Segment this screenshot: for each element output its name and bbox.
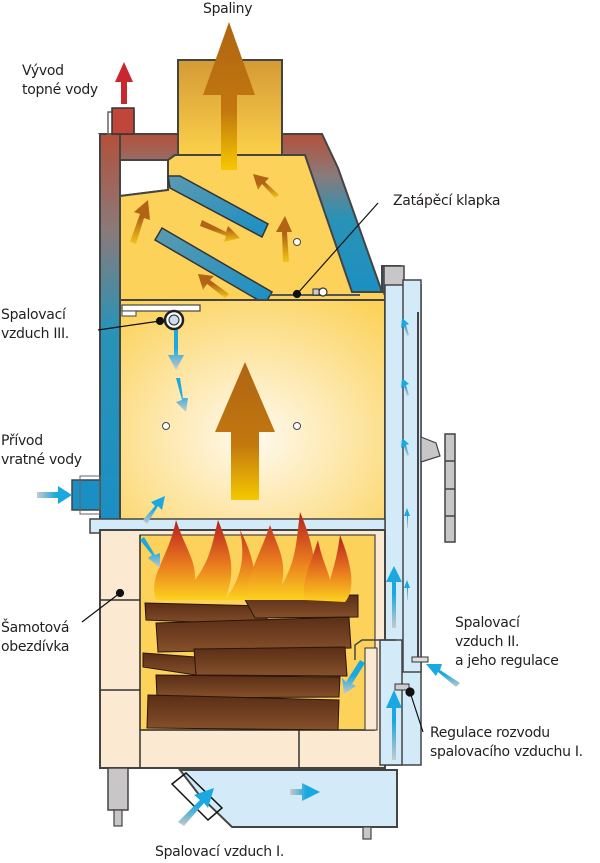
label-vyvod-topne-vody: Vývod topné vody <box>22 62 98 100</box>
label-line: a jeho regulace <box>455 653 559 669</box>
label-line: vratné vody <box>1 452 82 468</box>
label-line: Vývod <box>22 63 64 79</box>
label-line: obezdívka <box>1 639 70 655</box>
door-glass-panel <box>402 279 422 673</box>
label-line: Spalovací <box>1 307 66 323</box>
leader-lines <box>81 202 424 733</box>
leg-left <box>107 767 129 811</box>
primary-air-box <box>177 769 398 828</box>
flue-gas-arrows-small <box>130 174 292 298</box>
label-spalovaci-vzduch-i: Spalovací vzduch I. <box>155 843 284 862</box>
air-regulator-bolt[interactable] <box>394 683 410 691</box>
flames <box>154 512 352 602</box>
door-handle[interactable] <box>444 433 456 543</box>
label-spaliny: Spaliny <box>203 0 253 19</box>
label-line: Regulace rozvodu <box>430 725 550 741</box>
label-line: Spalovací vzduch I. <box>155 844 285 860</box>
hot-water-outlet-socket <box>111 107 135 135</box>
flue-gas-arrow-main <box>203 22 255 170</box>
label-line: Přívod <box>1 433 43 449</box>
label-spaliny-line: Spaliny <box>203 1 253 17</box>
label-zatapeci-klapka: Zatápěcí klapka <box>393 192 500 211</box>
label-privod-vratne-vody: Přívod vratné vody <box>1 432 82 470</box>
label-spalovaci-vzduch-iii: Spalovací vzduch III. <box>1 306 69 344</box>
leg-right <box>362 826 372 840</box>
flue-gas-arrow-center <box>215 362 275 500</box>
label-line: topné vody <box>22 82 98 98</box>
label-regulace-rozvodu: Regulace rozvodu spalovacího vzduchu I. <box>430 724 583 762</box>
label-line: vzduch II. <box>455 634 520 650</box>
label-line: Spalovací <box>455 615 520 631</box>
label-line: vzduch III. <box>1 326 69 342</box>
secondary-air-regulator[interactable] <box>411 656 429 663</box>
hot-water-arrow <box>115 62 133 104</box>
wood-logs <box>142 594 359 731</box>
door-handle-bracket <box>420 436 441 463</box>
label-spalovaci-vzduch-ii: Spalovací vzduch II. a jeho regulace <box>455 614 559 671</box>
return-water-inlet <box>71 479 101 511</box>
label-line: spalovacího vzduchu I. <box>430 744 583 760</box>
label-line: Zatápěcí klapka <box>393 193 501 209</box>
label-samotova-obezdivka: Šamotová obezdívka <box>1 619 70 657</box>
heat-exchanger-baffle-lower <box>153 226 274 306</box>
label-line: Šamotová <box>1 620 70 636</box>
heat-exchanger-baffle-upper <box>167 175 269 239</box>
tertiary-air-bar <box>121 304 201 312</box>
combustion-air-arrows <box>37 318 460 826</box>
